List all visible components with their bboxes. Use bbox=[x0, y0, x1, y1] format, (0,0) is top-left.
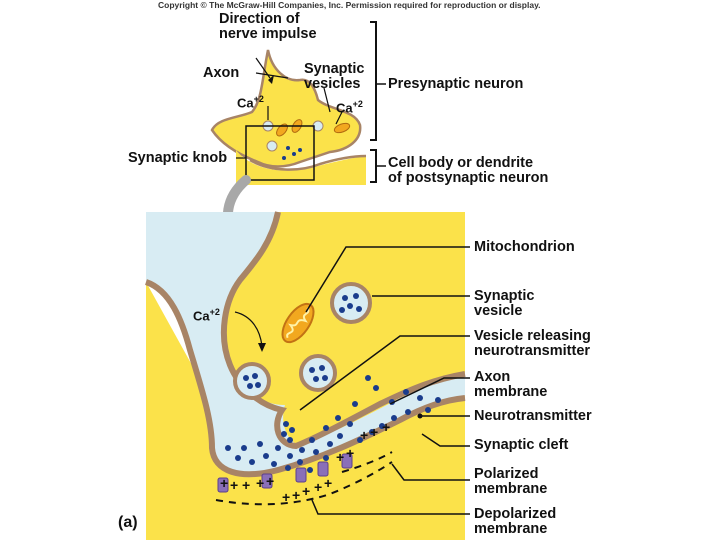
label-axon-membrane: Axon membrane bbox=[474, 369, 548, 400]
svg-text:+: + bbox=[220, 475, 228, 491]
depolarized-charges: +++++ bbox=[282, 475, 332, 505]
receptor-channels bbox=[217, 453, 353, 493]
axon-membrane-outline bbox=[221, 211, 466, 450]
label-synaptic-vesicles: Synaptic vesicles bbox=[304, 61, 365, 92]
svg-text:+: + bbox=[266, 473, 274, 489]
label-neurotransmitter: Neurotransmitter bbox=[474, 408, 592, 424]
label-synaptic-vesicle: Synaptic vesicle bbox=[474, 288, 535, 319]
top-postsynaptic-body bbox=[236, 150, 366, 185]
label-synaptic-cleft: Synaptic cleft bbox=[474, 437, 569, 453]
polarized-charges: +++ ++ +++++ bbox=[220, 419, 390, 493]
svg-text:+: + bbox=[230, 477, 238, 493]
label-synaptic-knob: Synaptic knob bbox=[128, 150, 228, 166]
presynaptic-knob bbox=[223, 212, 465, 446]
svg-text:+: + bbox=[324, 475, 332, 491]
panel-label: (a) bbox=[118, 514, 138, 531]
label-polarized-membrane: Polarized membrane bbox=[474, 466, 548, 497]
svg-text:+: + bbox=[242, 477, 250, 493]
svg-text:+: + bbox=[302, 483, 310, 499]
leader-lines bbox=[299, 246, 470, 515]
svg-text:+: + bbox=[314, 479, 322, 495]
extracellular-space bbox=[146, 212, 465, 473]
top-synapse-overview bbox=[210, 21, 386, 185]
svg-text:+: + bbox=[382, 419, 390, 435]
top-cleft-line bbox=[249, 154, 367, 171]
vesicle-2 bbox=[233, 362, 271, 400]
label-postsynaptic-neuron: Cell body or dendrite of postsynaptic ne… bbox=[388, 155, 549, 186]
copyright-notice: Copyright © The McGraw-Hill Companies, I… bbox=[158, 0, 541, 10]
label-direction-of-nerve-impulse: Direction of nerve impulse bbox=[219, 11, 317, 42]
label-ca-top-right: Ca+2 bbox=[336, 99, 363, 116]
label-depolarized-membrane: Depolarized membrane bbox=[474, 506, 557, 537]
label-ca-top-left: Ca+2 bbox=[237, 94, 264, 111]
label-ca-detail: Ca+2 bbox=[193, 307, 220, 324]
label-presynaptic-neuron: Presynaptic neuron bbox=[388, 76, 524, 92]
label-vesicle-releasing: Vesicle releasing neurotransmitter bbox=[474, 328, 591, 359]
zoom-box bbox=[245, 125, 315, 181]
svg-text:+: + bbox=[282, 489, 290, 505]
vesicle-3 bbox=[299, 354, 337, 392]
svg-text:+: + bbox=[292, 487, 300, 503]
svg-text:+: + bbox=[336, 449, 344, 465]
svg-text:+: + bbox=[256, 475, 264, 491]
svg-text:+: + bbox=[346, 445, 354, 461]
label-axon: Axon bbox=[203, 65, 240, 81]
postsynaptic-membrane-outline bbox=[144, 279, 466, 478]
top-axon-shape bbox=[210, 49, 362, 168]
synapse-detail: +++ ++ +++++ +++++ bbox=[144, 211, 466, 540]
postsynaptic-cytoplasm bbox=[146, 282, 465, 540]
svg-text:+: + bbox=[360, 427, 368, 443]
label-mitochondrion: Mitochondrion bbox=[474, 239, 575, 255]
svg-text:+: + bbox=[370, 424, 378, 440]
neurotransmitter-dots bbox=[225, 375, 441, 473]
vesicle-1 bbox=[330, 282, 372, 324]
